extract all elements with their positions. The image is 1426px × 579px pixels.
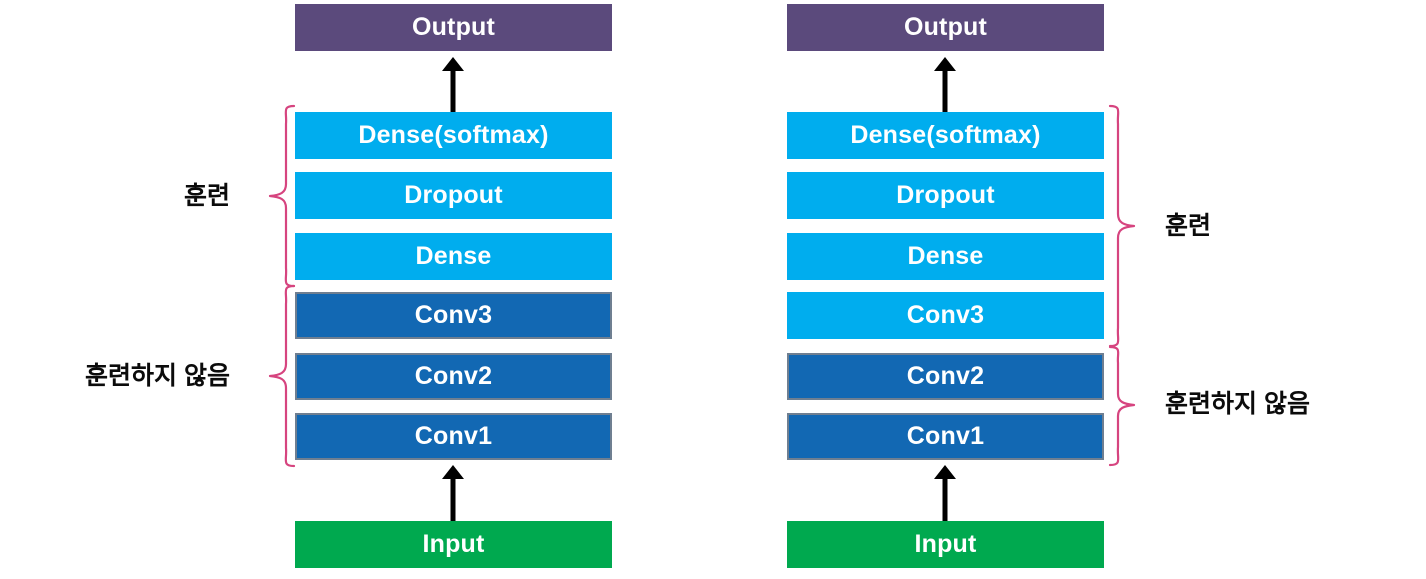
brace-right-train	[1108, 104, 1136, 348]
group-label-right-freeze: 훈련하지 않음	[1165, 390, 1310, 418]
layer-box-input: Input	[787, 521, 1104, 568]
layer-box-dense: Dense	[295, 233, 612, 280]
arrow-head-icon	[442, 57, 464, 71]
layer-box-conv2: Conv2	[295, 353, 612, 400]
arrow-dense-softmax-to-output	[933, 57, 957, 112]
layer-box-conv3: Conv3	[787, 292, 1104, 339]
layer-box-conv2: Conv2	[787, 353, 1104, 400]
layer-box-conv3: Conv3	[295, 292, 612, 339]
arrow-shaft	[942, 67, 948, 112]
brace-right-freeze	[1108, 345, 1136, 467]
layer-box-dense-softmax: Dense(softmax)	[787, 112, 1104, 159]
arrow-shaft	[450, 67, 456, 112]
arrow-input-to-conv1	[933, 465, 957, 522]
group-label-left-freeze: 훈련하지 않음	[85, 362, 230, 390]
arrow-shaft	[942, 475, 948, 522]
arrow-head-icon	[934, 465, 956, 479]
arrow-head-icon	[934, 57, 956, 71]
arrow-shaft	[450, 475, 456, 522]
layer-box-input: Input	[295, 521, 612, 568]
layer-box-conv1: Conv1	[787, 413, 1104, 460]
arrow-dense-softmax-to-output	[441, 57, 465, 112]
brace-left-train	[268, 104, 296, 288]
layer-box-conv1: Conv1	[295, 413, 612, 460]
group-label-left-train: 훈련	[183, 182, 230, 210]
layer-box-dropout: Dropout	[295, 172, 612, 219]
arrow-input-to-conv1	[441, 465, 465, 522]
layer-box-dropout: Dropout	[787, 172, 1104, 219]
layer-box-output: Output	[295, 4, 612, 51]
layer-box-dense: Dense	[787, 233, 1104, 280]
layer-box-output: Output	[787, 4, 1104, 51]
layer-box-dense-softmax: Dense(softmax)	[295, 112, 612, 159]
brace-left-freeze	[268, 284, 296, 468]
arrow-head-icon	[442, 465, 464, 479]
group-label-right-train: 훈련	[1165, 212, 1212, 240]
